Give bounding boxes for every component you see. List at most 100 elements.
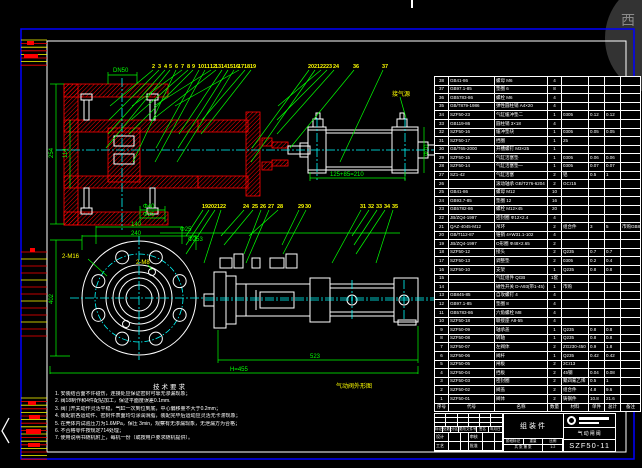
balloon-number: 9	[192, 64, 195, 70]
bom-cell: 32	[434, 127, 449, 138]
bom-cell: 1	[547, 325, 562, 335]
sheet-count: 共 张 第 张	[504, 445, 544, 451]
bom-cell: Q235	[561, 351, 589, 361]
title-right-block: 气动闸阀 SZF50-11	[564, 414, 616, 451]
site-watermark: 西	[605, 0, 642, 92]
bom-cell	[604, 93, 621, 103]
bom-cell	[604, 196, 621, 206]
bom-cell	[588, 196, 605, 206]
bom-cell: 调整垫	[494, 256, 548, 267]
bom-cell: 21.6	[604, 393, 621, 404]
bom-cell	[620, 213, 641, 224]
bom-cell: 1	[547, 351, 562, 361]
bom-cell: 2	[547, 179, 562, 189]
bom-cell: 21	[434, 222, 449, 232]
bom-cell: SZ1-42	[448, 170, 495, 181]
logo-bar	[579, 422, 600, 424]
bom-cell: 18	[434, 247, 449, 258]
bom-cell	[620, 376, 641, 387]
bom-cell: 25	[434, 187, 449, 198]
bom-cell: 1套	[547, 273, 562, 284]
bom-cell: Q235	[561, 325, 589, 335]
dim-len2: H=455	[230, 367, 249, 373]
bom-cell	[620, 299, 641, 310]
bom-cell: 10	[547, 187, 562, 198]
scale-value: 1:2	[543, 445, 564, 451]
dimension-texts: DN50 254 114 Φ40 Φ25 Φ25 125+85=210 Φ70 …	[49, 68, 430, 373]
bom-cell: 12	[434, 299, 449, 310]
dim-bc1: 140	[131, 222, 142, 228]
bom-cell: 0.2	[588, 256, 605, 267]
bom-cell: 1	[547, 282, 562, 292]
bom-cell: 0.4	[604, 256, 621, 267]
scroll-left-arrow[interactable]	[1, 417, 10, 444]
balloon-number: 34	[384, 204, 391, 210]
bom-cell: 闸板	[494, 359, 548, 370]
bom-cell	[620, 76, 641, 86]
bom-cell: 阀盖	[494, 385, 548, 395]
bolt-label-b: 2-M8	[136, 260, 150, 266]
bom-cell: GB93.7-85	[448, 196, 495, 206]
bom-cell: 垫圈 12	[494, 196, 548, 206]
balloon-number: 37	[382, 64, 388, 70]
bom-cell	[620, 368, 641, 378]
bom-cell: GB41-86	[448, 187, 495, 198]
bom-cell	[620, 204, 641, 215]
revision-col-label: 标记	[435, 427, 443, 433]
bom-cell: SZF50-12	[448, 247, 495, 258]
bom-cell: 4	[434, 368, 449, 378]
bom-cell: Q235	[561, 247, 589, 258]
bom-cell: JB/ZQ4-1997	[448, 239, 495, 249]
bom-cell: 磁性开关 D-A93(带1-45)	[494, 282, 548, 292]
bom-cell	[588, 84, 605, 95]
bom-cell: GB119-86	[448, 118, 495, 129]
bom-header-cell: 材料	[561, 402, 589, 413]
staff-signature-grid: 设计 审核 工艺 批准	[435, 433, 503, 451]
bom-cell	[620, 196, 641, 206]
bom-cell: 0.07	[604, 161, 621, 172]
bom-cell	[620, 93, 641, 103]
bom-cell	[604, 118, 621, 129]
bom-header-cell: 代号	[448, 402, 495, 413]
balloon-number: 22	[320, 64, 326, 70]
balloon-number: 13	[215, 64, 221, 70]
bom-cell: 0.8	[588, 265, 605, 275]
dim-flange-h: 402	[49, 293, 55, 304]
logo-bar	[579, 417, 610, 420]
adjacent-sheet-strip	[21, 39, 47, 460]
dimension-lines	[49, 72, 425, 374]
bom-cell: 16	[547, 196, 562, 206]
bom-cell	[588, 93, 605, 103]
bom-cell	[620, 230, 641, 241]
balloon-number: 7	[181, 64, 184, 70]
balloon-number: 31	[360, 204, 366, 210]
bom-cell: 4	[547, 101, 562, 112]
bom-cell: 联接座 A8-55	[494, 316, 548, 327]
bom-cell	[561, 196, 589, 206]
bom-cell: 24	[434, 196, 449, 206]
balloon-number: 3	[158, 64, 161, 70]
bom-cell: 2	[547, 239, 562, 249]
bom-cell: GB5783-86	[448, 308, 495, 318]
bom-cell	[604, 290, 621, 301]
bom-cell	[604, 204, 621, 215]
balloon-number: 30	[305, 204, 311, 210]
bom-cell	[561, 76, 589, 86]
bom-cell: 吊环	[494, 222, 548, 232]
bom-cell: SZF50-23	[448, 110, 495, 120]
bom-cell	[588, 230, 605, 241]
balloon-number: 10	[198, 64, 204, 70]
title-center-block: 组装件 阶段标记 重量 比例 共 张 第 张 1:2	[503, 414, 565, 451]
bom-cell: 密封圈 Φ12×2.4	[494, 213, 548, 224]
bom-cell	[588, 213, 605, 224]
bom-cell: 垫圈 8	[494, 299, 548, 310]
